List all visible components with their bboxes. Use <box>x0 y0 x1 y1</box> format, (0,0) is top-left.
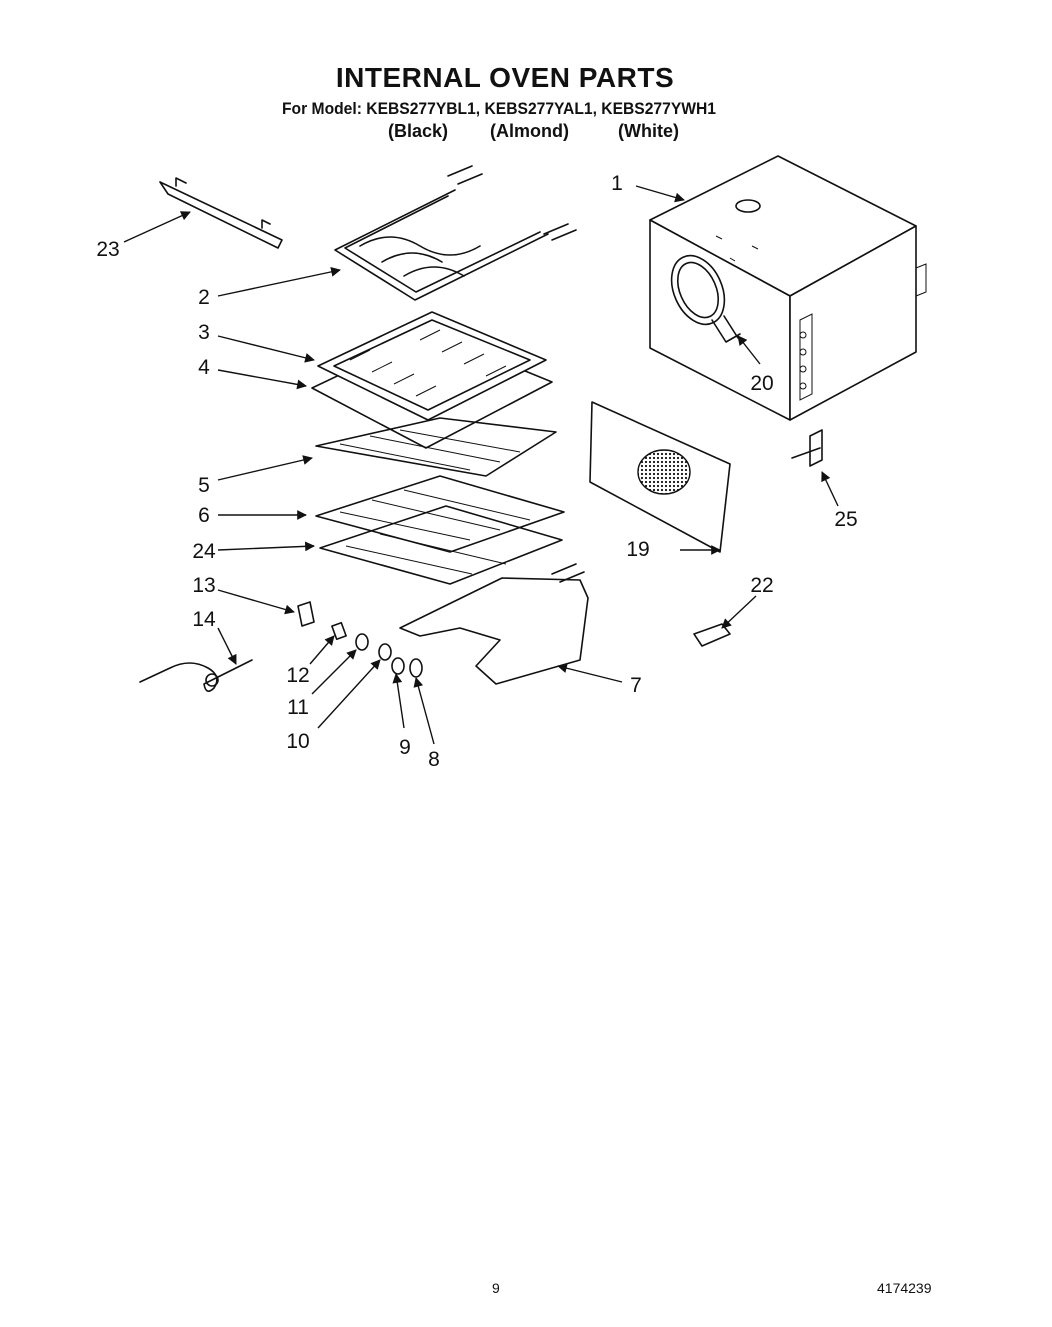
part-label-4: 4 <box>198 356 210 379</box>
bake-element <box>399 563 589 685</box>
part-label-5: 5 <box>198 474 210 497</box>
hardware-parts <box>297 601 423 678</box>
fan-rear-panel <box>589 401 731 553</box>
part-label-3: 3 <box>198 321 210 344</box>
part-label-22: 22 <box>750 574 774 597</box>
part-label-14: 14 <box>192 608 216 631</box>
part-label-13: 13 <box>192 574 216 597</box>
part-label-1: 1 <box>611 172 623 195</box>
color-black: (Black) <box>388 121 449 141</box>
part-label-23: 23 <box>96 238 120 261</box>
part-label-11: 11 <box>287 696 309 719</box>
top-bracket <box>159 177 283 249</box>
part-label-6: 6 <box>198 504 210 527</box>
page-number: 9 <box>492 1280 500 1296</box>
oven-cavity <box>649 155 927 421</box>
part-label-2: 2 <box>198 286 210 309</box>
part-label-10: 10 <box>286 730 310 753</box>
page-title: INTERNAL OVEN PARTS <box>335 62 675 93</box>
small-bracket <box>791 429 823 467</box>
color-almond: (Almond) <box>490 121 569 141</box>
part-label-20: 20 <box>750 372 774 395</box>
color-white: (White) <box>618 121 679 141</box>
switch <box>693 623 731 647</box>
model-line: For Model: KEBS277YBL1, KEBS277YAL1, KEB… <box>282 99 717 118</box>
part-label-7: 7 <box>630 674 642 697</box>
part-label-19: 19 <box>626 538 650 561</box>
part-label-8: 8 <box>428 748 440 771</box>
part-label-24: 24 <box>192 540 216 563</box>
part-label-12: 12 <box>286 664 310 687</box>
doc-number: 4174239 <box>877 1280 932 1296</box>
temperature-probe <box>139 659 253 692</box>
part-label-25: 25 <box>834 508 858 531</box>
leader-lines <box>123 185 839 745</box>
broil-element <box>334 165 577 301</box>
broil-pan <box>311 311 553 449</box>
oven-racks <box>315 417 565 585</box>
part-label-9: 9 <box>399 736 411 759</box>
